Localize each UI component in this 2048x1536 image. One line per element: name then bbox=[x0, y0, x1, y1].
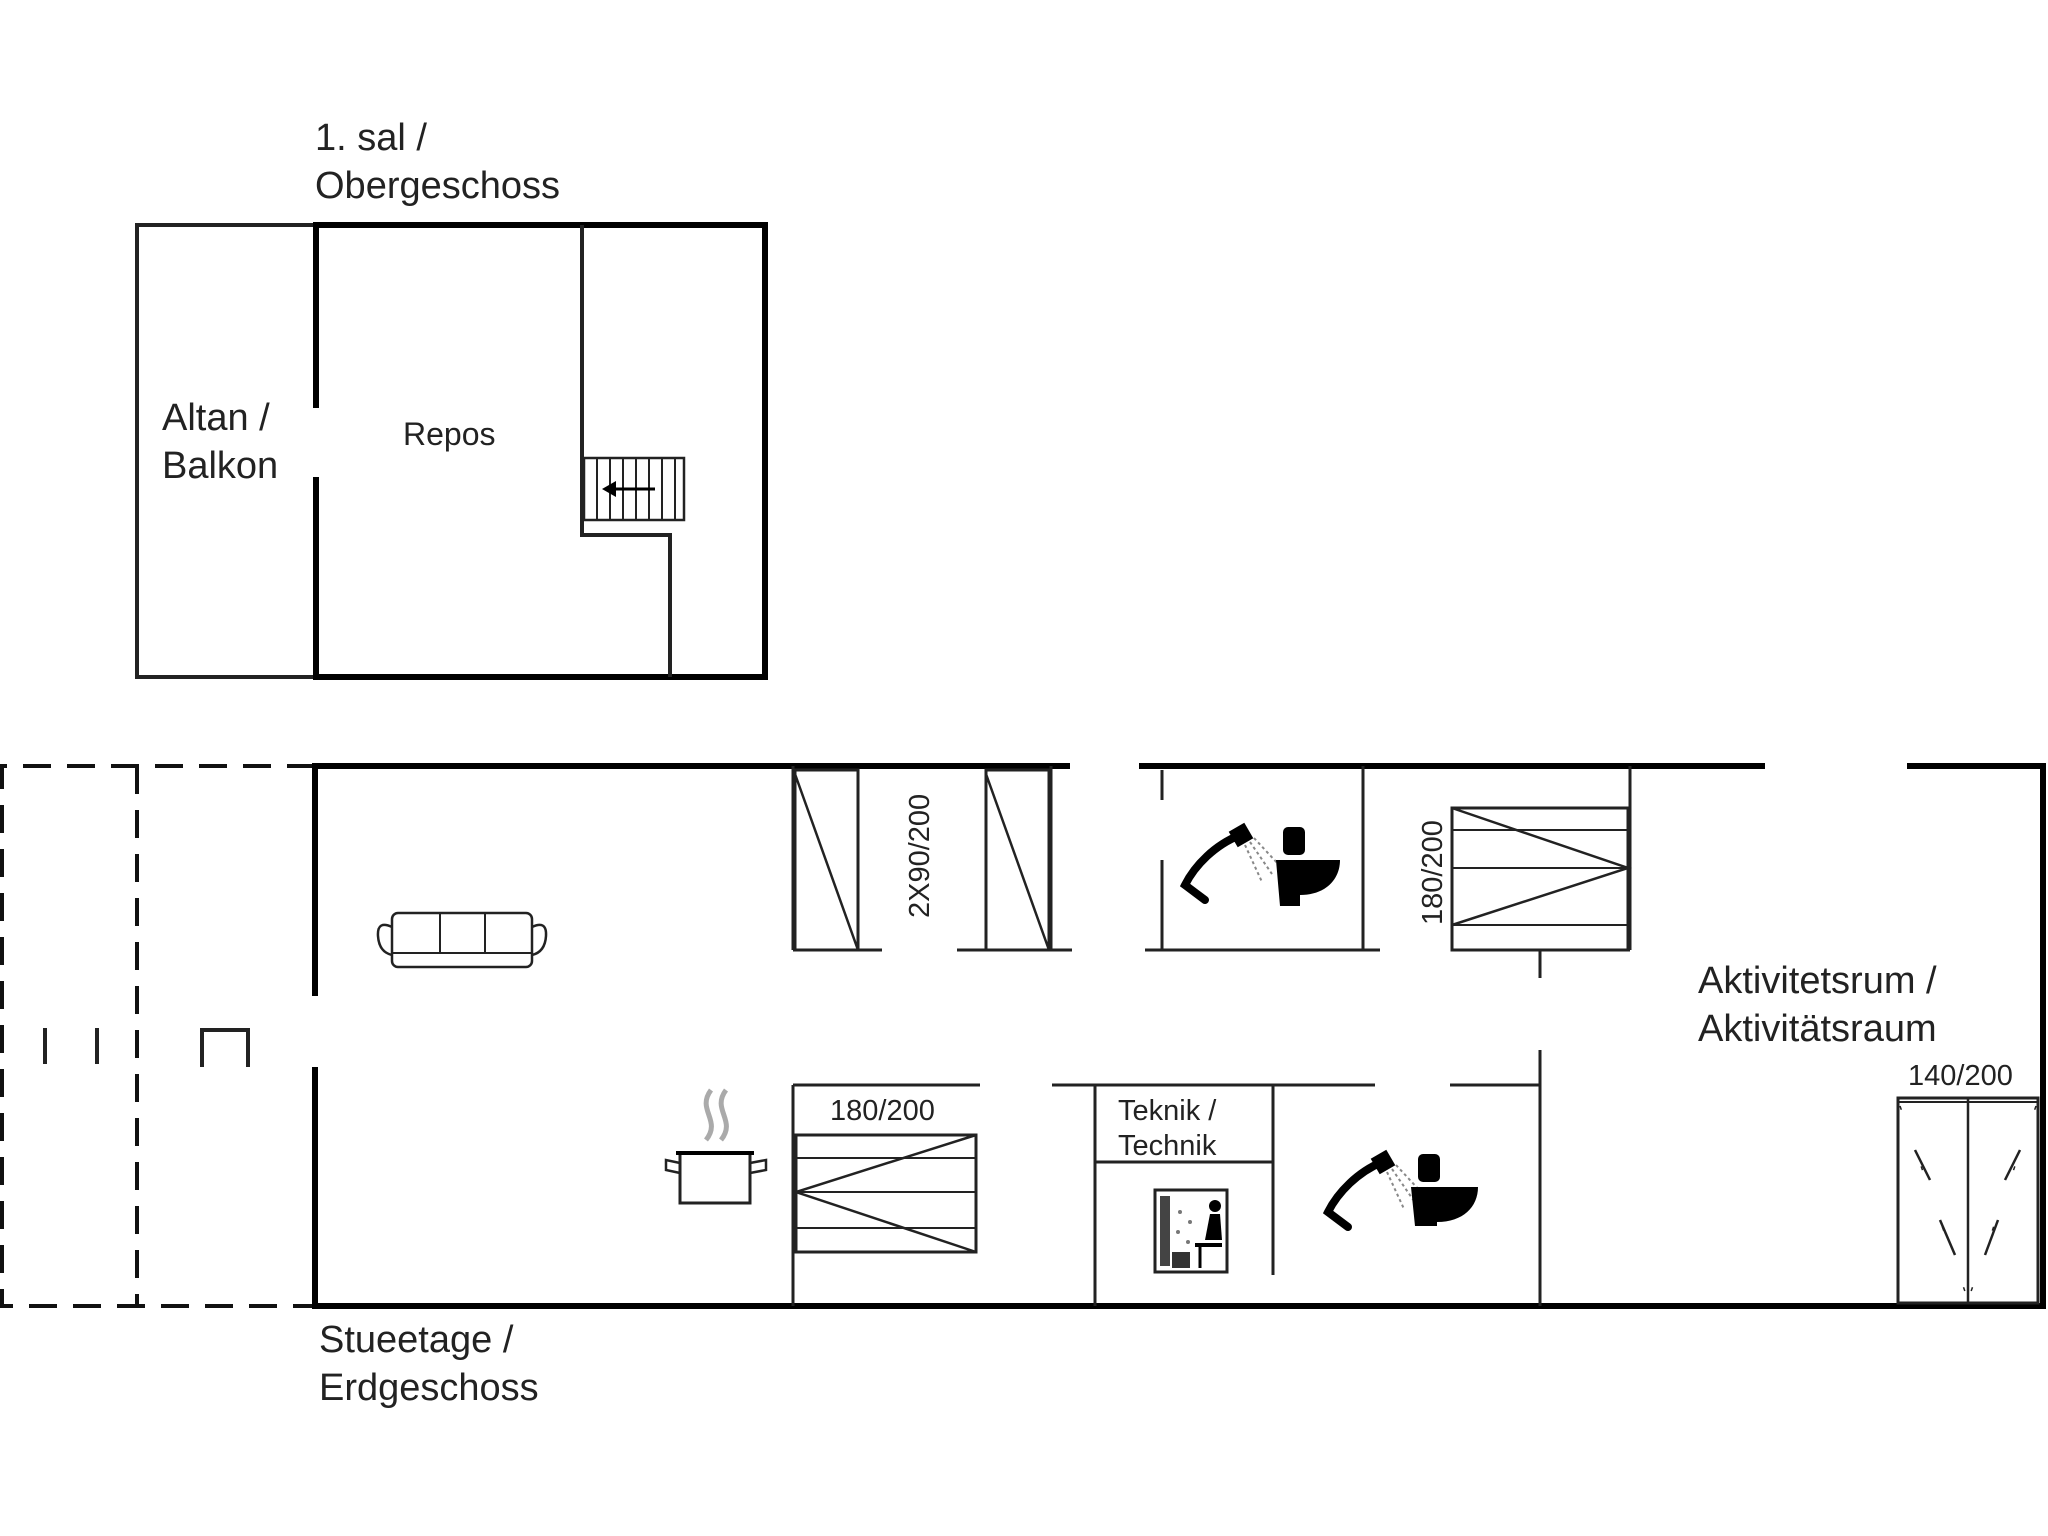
bed-label-double-2: 180/200 bbox=[830, 1095, 935, 1127]
ground-walls bbox=[312, 763, 2046, 1309]
bed-label-bunk: 2X90/200 bbox=[904, 794, 936, 918]
technik-room: Teknik / Technik bbox=[1118, 1095, 1229, 1274]
toilet-icon bbox=[1276, 827, 1340, 906]
balcony-label-line2: Balkon bbox=[162, 445, 278, 487]
bed-double-3 bbox=[1896, 1096, 2040, 1305]
upper-floor-title-line2: Obergeschoss bbox=[315, 165, 560, 207]
activity-room: Aktivitetsrum / Aktivitätsraum 140/200 bbox=[1698, 960, 2040, 1305]
sofa-icon bbox=[376, 911, 548, 969]
sauna-icon bbox=[1153, 1188, 1229, 1274]
landing-label: Repos bbox=[403, 416, 496, 452]
bunk-beds: 2X90/200 bbox=[793, 768, 1051, 952]
upper-floor-title-line1: 1. sal / bbox=[315, 117, 427, 159]
bath-1 bbox=[1179, 822, 1340, 906]
bed-double-1: 180/200 bbox=[1417, 806, 1632, 952]
activity-label-line2: Aktivitätsraum bbox=[1698, 1008, 1937, 1050]
ground-floor-title-line1: Stueetage / bbox=[319, 1319, 514, 1361]
bed-label-double-1: 180/200 bbox=[1417, 820, 1449, 925]
cooking-pot-icon bbox=[664, 1088, 768, 1205]
technik-label-line1: Teknik / bbox=[1118, 1095, 1217, 1127]
shower-icon bbox=[1179, 822, 1281, 904]
toilet-icon bbox=[1411, 1154, 1478, 1226]
bed-label-double-3: 140/200 bbox=[1908, 1060, 2013, 1092]
bed-double-2: 180/200 bbox=[791, 1095, 978, 1254]
upper-walls bbox=[313, 222, 768, 680]
bath-2 bbox=[1322, 1149, 1478, 1231]
activity-label-line1: Aktivitetsrum / bbox=[1698, 960, 1937, 1002]
balcony-label-line1: Altan / bbox=[162, 397, 270, 439]
terrace-outline bbox=[0, 764, 315, 1308]
upper-floor: 1. sal / Obergeschoss Altan / Balkon Rep… bbox=[135, 117, 768, 680]
ground-floor: 2X90/200 180/200 bbox=[0, 763, 2046, 1409]
ground-floor-title-line2: Erdgeschoss bbox=[319, 1367, 539, 1409]
stair-icon bbox=[582, 456, 686, 522]
balcony: Altan / Balkon bbox=[135, 223, 316, 679]
technik-label-line2: Technik bbox=[1118, 1130, 1217, 1162]
shower-icon bbox=[1322, 1149, 1423, 1231]
